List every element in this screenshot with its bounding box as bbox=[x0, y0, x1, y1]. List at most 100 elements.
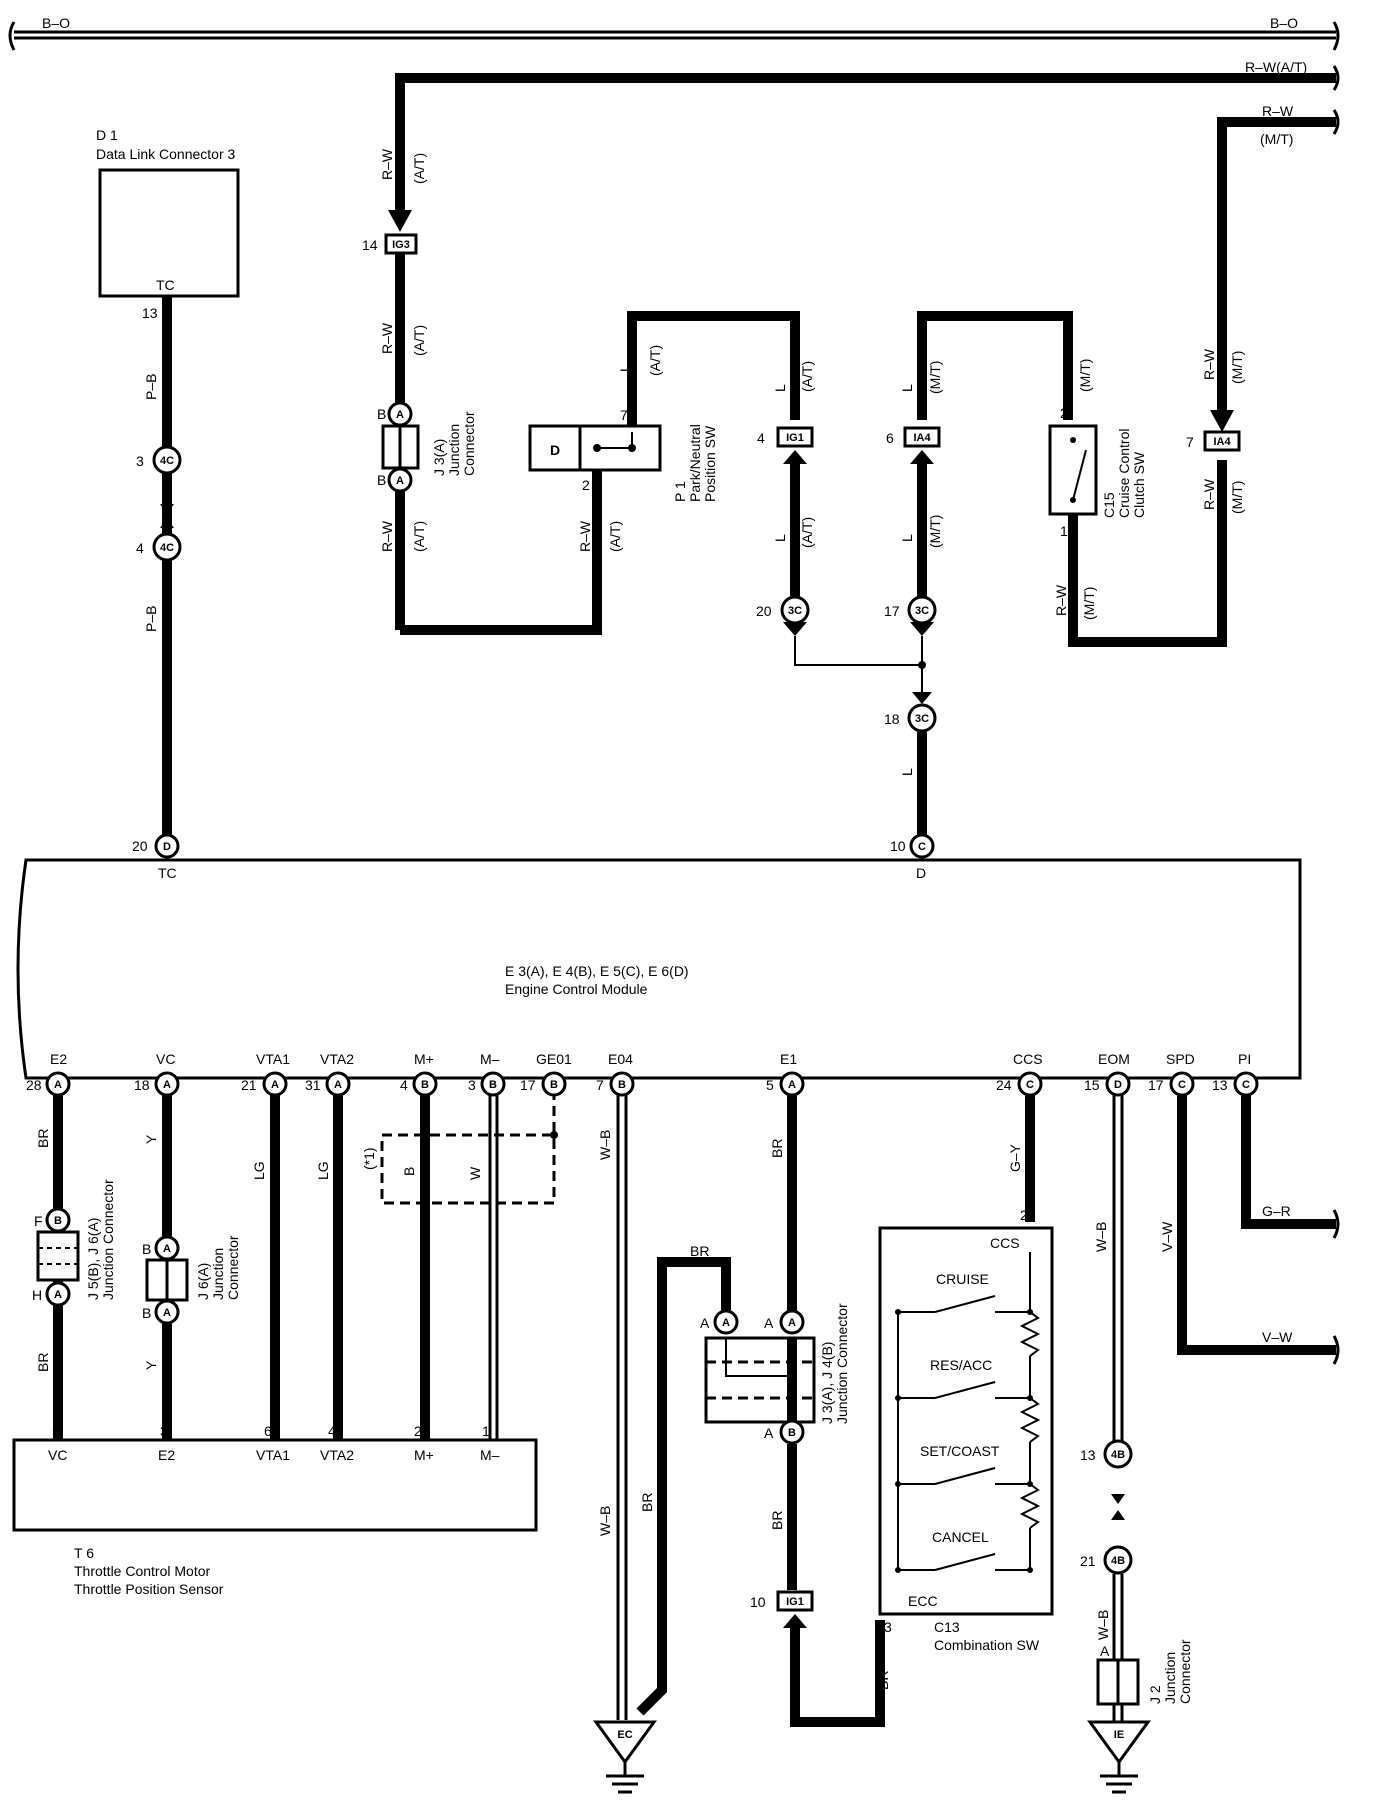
pin-6-ia4: 6 bbox=[886, 430, 894, 446]
l-label-p1a: L bbox=[617, 364, 633, 372]
pin-a-e2: A bbox=[54, 1079, 62, 1091]
pin-b-ge01: B bbox=[550, 1079, 558, 1091]
wb-label-ec: W–B bbox=[597, 1506, 613, 1536]
c15-pin-1: 1 bbox=[1060, 523, 1068, 539]
ecm-term-vta1: VTA1 bbox=[256, 1051, 290, 1067]
c15-name2: Clutch SW bbox=[1131, 451, 1147, 518]
t6-mp: M+ bbox=[414, 1447, 434, 1463]
br-label-e2b: BR bbox=[35, 1353, 51, 1372]
bo-right-label: B–O bbox=[1270, 15, 1298, 31]
pin-18-3c: 18 bbox=[884, 711, 900, 727]
j5-f: F bbox=[34, 1213, 43, 1229]
pin-21: 21 bbox=[241, 1077, 257, 1093]
star1-label: (*1) bbox=[361, 1147, 377, 1170]
park-neutral-circuit: IG3 14 R–W (A/T) R–W (A/T) R–W (A/T) R–W… bbox=[362, 148, 815, 635]
c13-name: Combination SW bbox=[934, 1637, 1040, 1653]
rw-label-c15: R–W bbox=[1053, 584, 1069, 616]
rw-top-label: R–W bbox=[1262, 103, 1294, 119]
junction-connectors-j5-j6: B F A H J 5(B), J 6(A) Junction Connecto… bbox=[32, 1179, 241, 1372]
pin-c-ccs: C bbox=[1026, 1079, 1034, 1091]
pin-d-eom: D bbox=[1114, 1079, 1122, 1091]
t6-vta2: VTA2 bbox=[320, 1447, 354, 1463]
ecm-term-e04: E04 bbox=[608, 1051, 633, 1067]
at-label-p1a: (A/T) bbox=[647, 345, 663, 376]
resacc-label: RES/ACC bbox=[930, 1357, 992, 1373]
p1-pin-2: 2 bbox=[582, 477, 590, 493]
pin-a-e1: A bbox=[788, 1079, 796, 1091]
pin-3-4c: 3 bbox=[136, 453, 144, 469]
p1-name1: Park/Neutral bbox=[687, 424, 703, 502]
ground-ie-circuit: 4B 13 4B 21 W–B A J 2 Junction Connector… bbox=[1080, 1439, 1193, 1794]
d1-name: Data Link Connector 3 bbox=[96, 146, 236, 162]
pin-20-3c: 20 bbox=[756, 603, 772, 619]
ecm-term-eom: EOM bbox=[1098, 1051, 1130, 1067]
j3j4-name2: Junction Connector bbox=[834, 1303, 850, 1424]
pin-b-e04: B bbox=[618, 1079, 626, 1091]
pin-17b: 17 bbox=[520, 1077, 536, 1093]
ig1-ia4-circuit: IG1 4 L (A/T) 3C 20 IA4 6 L (M/T) L (M/T… bbox=[756, 311, 1073, 846]
ecm-term-vta2: VTA2 bbox=[320, 1051, 354, 1067]
throttle-motor-sensor: 5 3 6 4 2 1 VC E2 VTA1 VTA2 M+ M– T 6 Th… bbox=[12, 1423, 538, 1597]
pin-21-4b: 21 bbox=[1080, 1553, 1096, 1569]
ecm-d-conn: D bbox=[163, 841, 171, 853]
ecm-bottom-pins: (*1) A 28 A 18 A 21 A 31 B 4 B 3 B 17 B … bbox=[26, 1071, 1340, 1720]
mt-label-c15: (M/T) bbox=[1077, 359, 1093, 392]
j3j4-a-bottom: A bbox=[764, 1425, 774, 1441]
at-label-c: (A/T) bbox=[411, 521, 427, 552]
ecm-term-pi: PI bbox=[1238, 1051, 1251, 1067]
l-label-p1b: L bbox=[772, 384, 788, 392]
pin-13c: 13 bbox=[1212, 1077, 1228, 1093]
j3a-name: J 3(A) bbox=[431, 439, 447, 476]
ecm-term-mp: M+ bbox=[414, 1051, 434, 1067]
rw-at-top-label: R–W(A/T) bbox=[1245, 59, 1307, 75]
ecm-pin-20: 20 bbox=[132, 838, 148, 854]
br-label-e1: BR bbox=[769, 1139, 785, 1158]
pin-17c: 17 bbox=[1148, 1077, 1164, 1093]
ig1-upper-connector: IG1 bbox=[786, 432, 804, 444]
conn-4b-lower: 4B bbox=[1111, 1555, 1125, 1567]
pin-13-4b: 13 bbox=[1080, 1447, 1096, 1463]
br-label-ec: BR bbox=[639, 1493, 655, 1512]
j3a-sub2: Connector bbox=[461, 411, 477, 476]
rw-label-d: R–W bbox=[577, 520, 593, 552]
rw-label-b: R–W bbox=[379, 322, 395, 354]
b-label-mp: B bbox=[401, 1167, 417, 1176]
c15-id: C15 bbox=[1101, 492, 1117, 518]
wb-label-eom: W–B bbox=[1093, 1222, 1109, 1252]
l-label-3c: L bbox=[899, 768, 915, 776]
pin-4-ig1: 4 bbox=[757, 430, 765, 446]
d1-tc-label: TC bbox=[156, 277, 175, 293]
c13-id: C13 bbox=[934, 1619, 960, 1635]
cruise-label: CRUISE bbox=[936, 1271, 989, 1287]
ia4-left-connector: IA4 bbox=[913, 432, 931, 444]
vw-label-spd: V–W bbox=[1159, 1221, 1175, 1252]
pin-10-ig1: 10 bbox=[750, 1594, 766, 1610]
c13-ecc: ECC bbox=[908, 1593, 938, 1609]
t6-vc: VC bbox=[48, 1447, 67, 1463]
lg-label-vta1: LG bbox=[251, 1161, 267, 1180]
mt-label-ia4a: (M/T) bbox=[927, 361, 943, 394]
pin-5: 5 bbox=[766, 1077, 774, 1093]
j3j4-name1: J 3(A), J 4(B) bbox=[819, 1342, 835, 1424]
j3j4-pin-b: B bbox=[788, 1427, 796, 1439]
data-link-connector: D 1 Data Link Connector 3 TC 13 P–B P–B … bbox=[96, 127, 240, 845]
j6-b-top: B bbox=[142, 1241, 151, 1257]
j6-b-bottom: B bbox=[142, 1305, 151, 1321]
c15-name1: Cruise Control bbox=[1116, 429, 1132, 518]
top-bus: B–O B–O R–W(A/T) R–W (M/T) bbox=[8, 15, 1340, 420]
at-label-b: (A/T) bbox=[411, 325, 427, 356]
mt-label-ia4r-b: (M/T) bbox=[1229, 481, 1245, 514]
ecm-term-spd: SPD bbox=[1166, 1051, 1195, 1067]
w-label-mm: W bbox=[467, 1166, 483, 1180]
ecm-term-vc: VC bbox=[156, 1051, 175, 1067]
pin-4-4c: 4 bbox=[136, 540, 144, 556]
wb-label-j2: W–B bbox=[1095, 1610, 1111, 1640]
mt-label-ia4r-a: (M/T) bbox=[1229, 351, 1245, 384]
br-label-ig1b: BR bbox=[769, 1511, 785, 1530]
lg-label-vta2: LG bbox=[315, 1161, 331, 1180]
pin-28: 28 bbox=[26, 1077, 42, 1093]
l-label-ia4a: L bbox=[899, 384, 915, 392]
t6-e2: E2 bbox=[158, 1447, 175, 1463]
conn-3c-17: 3C bbox=[915, 605, 929, 617]
gy-label-ccs: G–Y bbox=[1007, 1143, 1023, 1172]
